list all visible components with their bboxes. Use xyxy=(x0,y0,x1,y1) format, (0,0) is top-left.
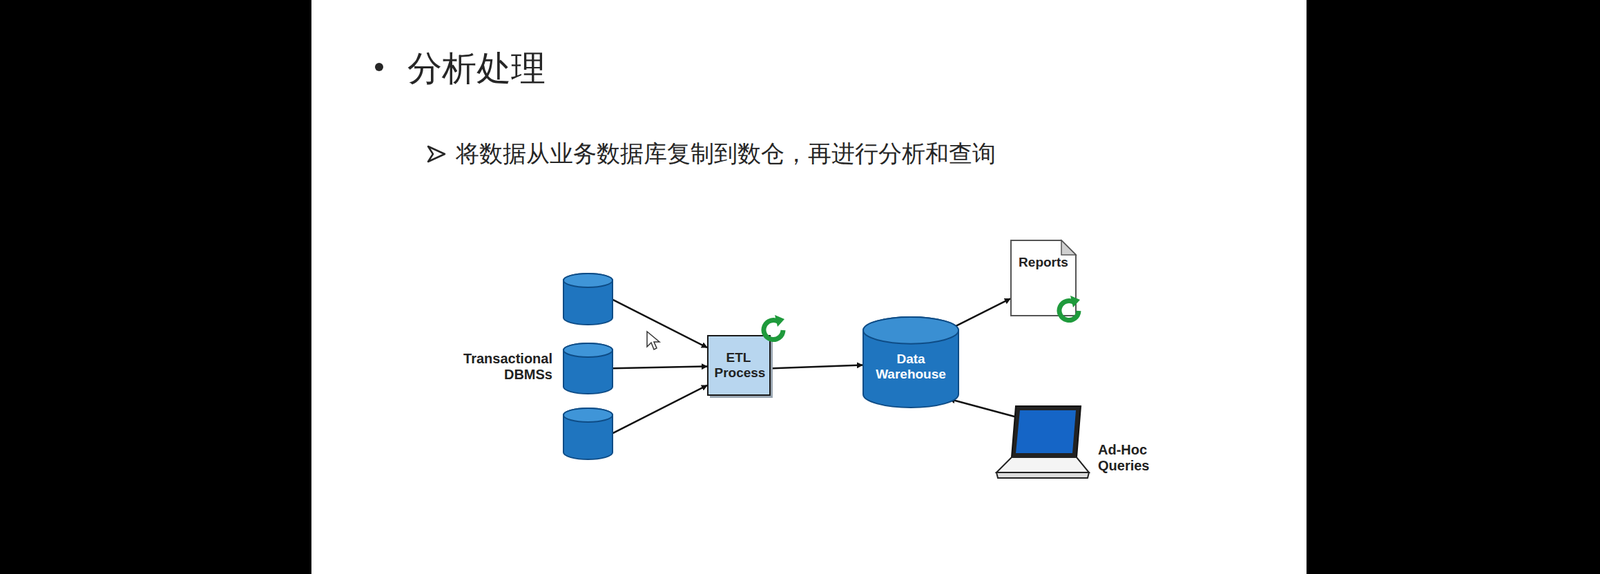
arrow-bullet xyxy=(426,145,448,163)
node-label: Data Warehouse xyxy=(872,351,950,382)
arrow-connector xyxy=(612,299,708,349)
bullet-dot xyxy=(372,60,387,75)
node-label: Reports xyxy=(1018,254,1069,271)
laptop-icon-outline xyxy=(995,403,1090,480)
warehouse-cylinder: Data Warehouse xyxy=(862,316,960,409)
arrow-connector xyxy=(949,298,1011,329)
refresh-icon xyxy=(752,309,795,351)
mouse-cursor xyxy=(645,330,663,353)
node-label: Ad-Hoc Queries xyxy=(1097,441,1161,474)
report-document: Reports xyxy=(1010,239,1077,317)
arrow-connector xyxy=(772,364,863,369)
node-label: Transactional DBMSs xyxy=(462,350,553,383)
database-group: Transactional DBMSs xyxy=(563,273,613,460)
bullet-text: 将数据从业务数据库复制到数仓，再进行分析和查询 xyxy=(455,138,996,170)
arrow-connector xyxy=(612,366,708,369)
slide-title: 分析处理 xyxy=(407,45,546,92)
refresh-icon xyxy=(1048,290,1090,332)
arrow-connector xyxy=(612,385,708,434)
laptop-icon: Ad-Hoc Queries xyxy=(995,403,1090,480)
database-group-outline xyxy=(563,273,613,460)
report-document-outline xyxy=(1010,239,1077,317)
node-label: ETL Process xyxy=(714,350,764,381)
process-box: ETL Process xyxy=(707,334,773,398)
